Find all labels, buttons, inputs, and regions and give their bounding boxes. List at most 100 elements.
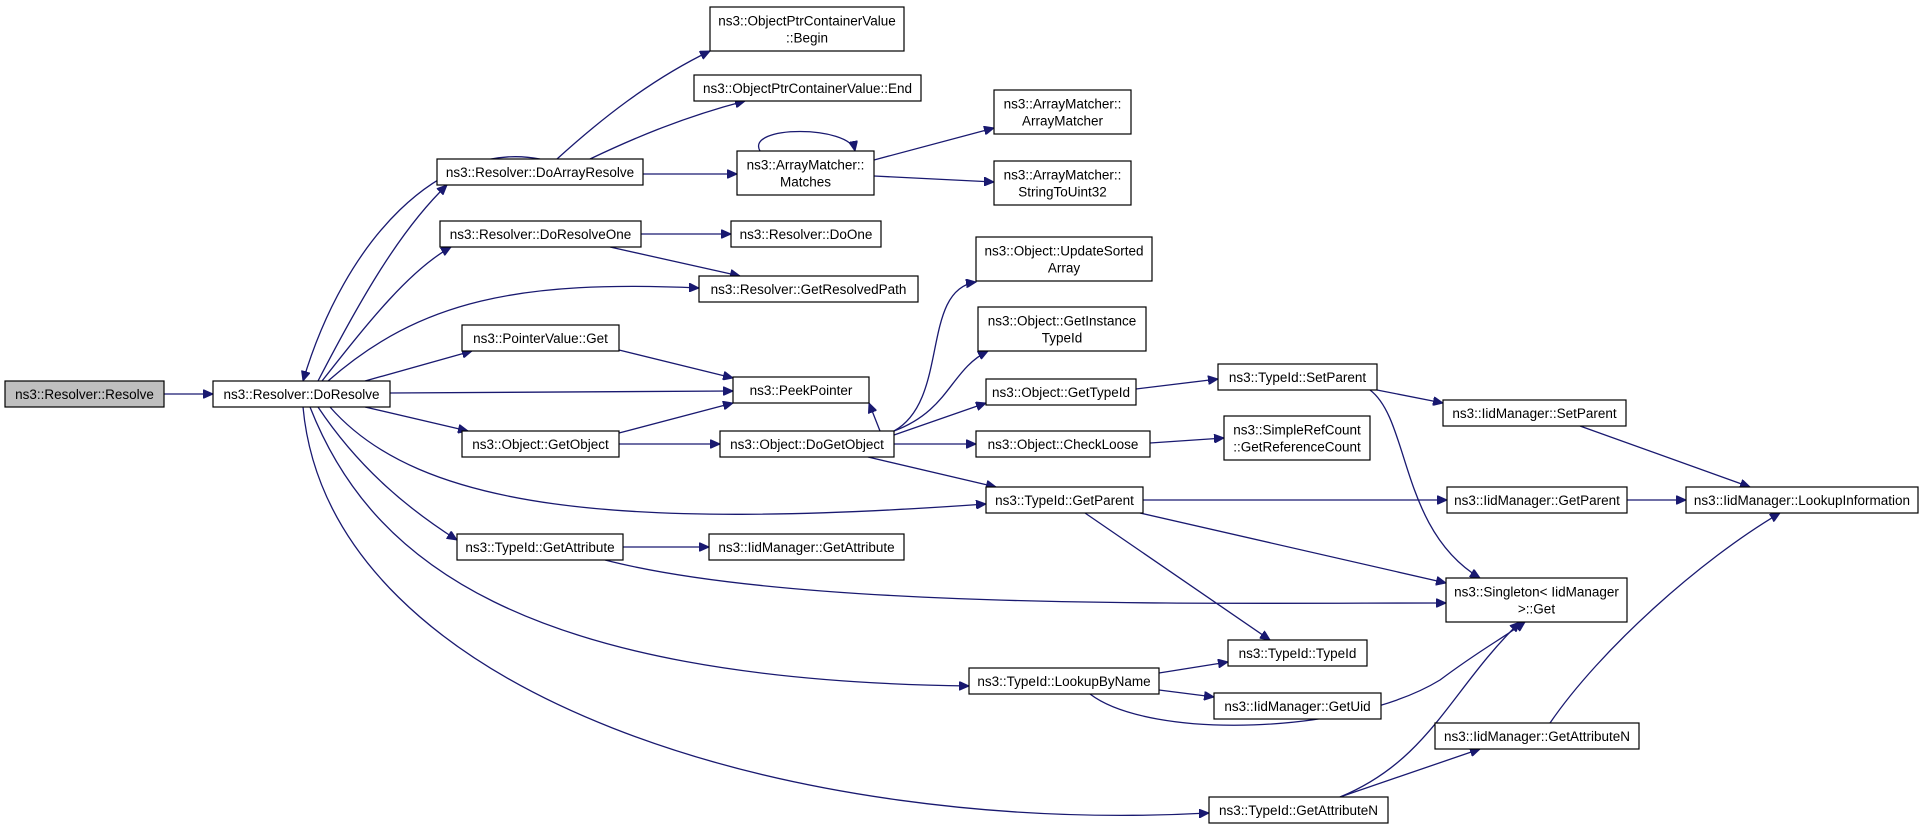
edge-dogetobject-to-tid_getparent [867, 456, 996, 487]
node-checkloose[interactable]: ns3::Object::CheckLoose [975, 430, 1151, 458]
node-lookupinfo[interactable]: ns3::IidManager::LookupInformation [1685, 486, 1919, 514]
edge-getobject-to-peekpointer [618, 403, 733, 434]
node-getobject[interactable]: ns3::Object::GetObject [461, 430, 620, 458]
node-getresolvedpath[interactable]: ns3::Resolver::GetResolvedPath [698, 275, 919, 303]
node-label: ns3::IidManager::SetParent [1452, 406, 1617, 421]
node-box [1217, 363, 1378, 391]
node-box [736, 150, 875, 196]
node-box [1213, 692, 1382, 720]
edge-checkloose-to-getrefcount [1149, 438, 1224, 444]
node-iid_getparent[interactable]: ns3::IidManager::GetParent [1446, 486, 1628, 514]
edge-iid_setparent-to-lookupinfo [1579, 425, 1750, 487]
node-label: ns3::Object::DoGetObject [730, 437, 884, 452]
call-edges [164, 50, 1780, 815]
node-doarrayresolve[interactable]: ns3::Resolver::DoArrayResolve [436, 158, 644, 186]
node-box [708, 533, 905, 561]
node-label: ns3::Resolver::DoArrayResolve [446, 165, 634, 180]
edge-dogetobject-to-peekpointer [869, 403, 881, 432]
node-doresolveone[interactable]: ns3::Resolver::DoResolveOne [439, 220, 642, 248]
node-label: ns3::IidManager::GetAttribute [718, 540, 894, 555]
edge-lookupbyname-to-getuid [1158, 689, 1214, 697]
node-box [1208, 796, 1389, 824]
edge-am_matches-to-am_str [873, 175, 994, 182]
node-iid_getattrn[interactable]: ns3::IidManager::GetAttributeN [1434, 722, 1640, 750]
edge-doresolve-to-doresolveone [321, 247, 451, 382]
edge-dogetobject-to-getinstancetypeid [893, 350, 988, 432]
node-peekpointer[interactable]: ns3::PeekPointer [732, 376, 870, 404]
node-am_ctor[interactable]: ns3::ArrayMatcher::ArrayMatcher [993, 89, 1132, 135]
node-label: StringToUint32 [1018, 185, 1107, 200]
node-label: ns3::Resolver::DoOne [740, 227, 873, 242]
node-label: ns3::Object::GetObject [472, 437, 609, 452]
node-box [439, 220, 642, 248]
edge-tid_getattrn-to-singleton_get [1339, 622, 1520, 798]
edge-tid_getparent-to-singleton_get [1139, 512, 1446, 583]
node-label: ns3::Singleton< IidManager [1454, 585, 1619, 600]
node-label: ns3::Resolver::GetResolvedPath [711, 282, 907, 297]
node-ptrcont_begin[interactable]: ns3::ObjectPtrContainerValue::Begin [709, 6, 905, 52]
node-box [709, 6, 905, 52]
node-doresolve[interactable]: ns3::Resolver::DoResolve [212, 380, 391, 408]
node-am_str[interactable]: ns3::ArrayMatcher::StringToUint32 [993, 160, 1132, 206]
node-label: ns3::Object::CheckLoose [988, 437, 1139, 452]
node-box [693, 74, 922, 102]
function-nodes: ns3::Resolver::Resolve ns3::Resolver::DoR… [4, 6, 1919, 824]
node-getuid[interactable]: ns3::IidManager::GetUid [1213, 692, 1382, 720]
node-getrefcount[interactable]: ns3::SimpleRefCount::GetReferenceCount [1223, 415, 1371, 461]
node-ptrcont_end[interactable]: ns3::ObjectPtrContainerValue::End [693, 74, 922, 102]
node-dogetobject[interactable]: ns3::Object::DoGetObject [719, 430, 895, 458]
node-box [212, 380, 391, 408]
node-box [456, 533, 624, 561]
node-gettypeid[interactable]: ns3::Object::GetTypeId [985, 378, 1137, 406]
node-iid_setparent[interactable]: ns3::IidManager::SetParent [1442, 399, 1627, 427]
node-box [461, 324, 620, 352]
node-box [985, 378, 1137, 406]
node-iid_getattribute[interactable]: ns3::IidManager::GetAttribute [708, 533, 905, 561]
node-label: ns3::ArrayMatcher:: [1004, 168, 1122, 183]
node-tid_typeid[interactable]: ns3::TypeId::TypeId [1227, 639, 1368, 667]
node-resolve[interactable]: ns3::Resolver::Resolve [4, 380, 165, 408]
edge-lookupbyname-to-singleton_get [1089, 622, 1525, 726]
edge-dogetobject-to-updatesorted [893, 282, 976, 432]
node-box [698, 275, 919, 303]
node-label: ns3::IidManager::GetParent [1454, 493, 1620, 508]
node-label: ns3::Resolver::Resolve [15, 387, 154, 402]
edge-doresolve-to-doarrayresolve [317, 185, 447, 382]
node-label: ns3::TypeId::LookupByName [977, 674, 1150, 689]
edge-tid_getattrn-to-iid_getattrn [1339, 749, 1480, 798]
node-label: ns3::SimpleRefCount [1233, 423, 1361, 438]
edge-doresolveone-to-getresolvedpath [609, 246, 740, 276]
node-label: ns3::ArrayMatcher:: [1004, 97, 1122, 112]
edge-tid_getattribute-to-singleton_get [604, 559, 1446, 603]
node-label: Array [1048, 261, 1081, 276]
node-label: ns3::ObjectPtrContainerValue::End [703, 81, 912, 96]
edge-doresolve-to-lookupbyname [309, 406, 969, 686]
node-label: ns3::Resolver::DoResolveOne [450, 227, 632, 242]
node-box [1445, 577, 1628, 623]
node-am_matches[interactable]: ns3::ArrayMatcher::Matches [736, 150, 875, 196]
edge-pv_get-to-peekpointer [618, 349, 733, 378]
node-label: ArrayMatcher [1022, 114, 1104, 129]
node-box [436, 158, 644, 186]
node-lookupbyname[interactable]: ns3::TypeId::LookupByName [968, 667, 1160, 695]
node-label: ns3::PeekPointer [750, 383, 853, 398]
edge-doresolve-to-getresolvedpath [327, 286, 699, 382]
edge-doresolve-to-peekpointer [389, 391, 733, 393]
node-box [1434, 722, 1640, 750]
node-box [1223, 415, 1371, 461]
edge-doresolve-to-pv_get [364, 351, 472, 382]
node-tid_getattrn[interactable]: ns3::TypeId::GetAttributeN [1208, 796, 1389, 824]
edge-doresolve-to-tid_getparent [329, 406, 986, 515]
node-tid_getattribute[interactable]: ns3::TypeId::GetAttribute [456, 533, 624, 561]
node-tid_setparent[interactable]: ns3::TypeId::SetParent [1217, 363, 1378, 391]
node-doone[interactable]: ns3::Resolver::DoOne [730, 220, 882, 248]
node-box [975, 430, 1151, 458]
edge-doarrayresolve-to-doresolve [303, 156, 541, 381]
node-label: TypeId [1042, 331, 1083, 346]
node-singleton_get[interactable]: ns3::Singleton< IidManager>::Get [1445, 577, 1628, 623]
node-tid_getparent[interactable]: ns3::TypeId::GetParent [985, 486, 1144, 514]
node-box [985, 486, 1144, 514]
node-pv_get[interactable]: ns3::PointerValue::Get [461, 324, 620, 352]
